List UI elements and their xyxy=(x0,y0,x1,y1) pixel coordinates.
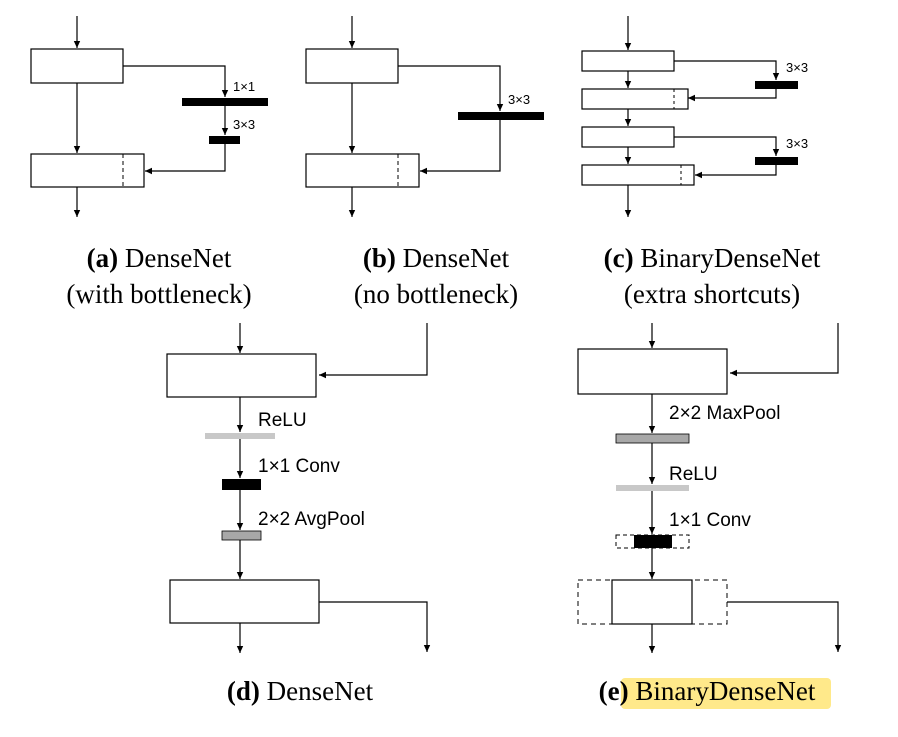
input-block xyxy=(166,353,317,398)
output-block xyxy=(305,153,420,188)
panel-c: 3×3 3×3 xyxy=(581,16,808,217)
pool-label: 2×2 AvgPool xyxy=(258,509,365,530)
panel-tag: (e) xyxy=(599,676,629,706)
input-block xyxy=(577,348,728,395)
panel-tag: (c) xyxy=(604,243,634,273)
panel-subtitle: (no bottleneck) xyxy=(354,279,518,309)
svg-text:(e) BinaryDenseNet: (e) BinaryDenseNet xyxy=(599,676,816,706)
relu-label: ReLU xyxy=(258,410,307,431)
pool-label: 2×2 MaxPool xyxy=(669,403,780,424)
shortcut-out-arrow xyxy=(319,601,431,652)
panel-title: DenseNet xyxy=(267,676,374,706)
block-3 xyxy=(581,126,675,148)
shortcut-in-arrow xyxy=(319,323,428,379)
panel-title: BinaryDenseNet xyxy=(640,243,820,273)
relu-bar xyxy=(205,433,275,439)
output-block xyxy=(30,153,145,188)
concat-arrow-2 xyxy=(695,165,777,179)
panel-title: BinaryDenseNet xyxy=(635,676,815,706)
branch-arrow-1 xyxy=(674,60,780,80)
panel-e: 2×2 MaxPool ReLU 1×1 Conv xyxy=(577,323,842,653)
conv-3x3-bar-2 xyxy=(755,157,798,165)
conv-3x3-bar xyxy=(458,112,544,120)
svg-text:(c) BinaryDenseNet: (c) BinaryDenseNet xyxy=(604,243,821,273)
block-1 xyxy=(581,50,675,72)
panel-tag: (a) xyxy=(87,243,118,273)
block-2 xyxy=(581,88,689,110)
conv-1x1-label: 1×1 xyxy=(233,79,255,94)
panel-subtitle: (extra shortcuts) xyxy=(624,279,800,309)
conv-3x3-bar-1 xyxy=(755,81,798,89)
caption-a: (a) DenseNet (with bottleneck) xyxy=(66,243,251,309)
conv-3x3-label: 3×3 xyxy=(508,92,530,107)
output-block xyxy=(611,579,693,625)
svg-text:(b) DenseNet: (b) DenseNet xyxy=(363,243,510,273)
branch-arrow xyxy=(398,65,504,111)
input-block xyxy=(305,48,399,84)
conv-label: 1×1 Conv xyxy=(669,510,751,531)
conv-3x3-label: 3×3 xyxy=(233,117,255,132)
conv-3x3-bar xyxy=(209,136,240,144)
panel-tag-gap xyxy=(260,676,267,706)
panel-title: DenseNet xyxy=(125,243,232,273)
concat-arrow-1 xyxy=(688,89,777,102)
panel-tag: (d) xyxy=(227,676,260,706)
concat-arrow xyxy=(145,144,226,175)
relu-bar xyxy=(616,485,689,491)
title-highlight xyxy=(621,678,831,709)
branch-arrow xyxy=(123,65,229,97)
panel-tag-gap xyxy=(396,243,403,273)
caption-c: (c) BinaryDenseNet (extra shortcuts) xyxy=(604,243,821,309)
conv-3x3-label-2: 3×3 xyxy=(786,136,808,151)
conv-1x1-bar xyxy=(634,535,672,548)
output-block xyxy=(169,579,320,624)
input-block xyxy=(30,48,124,84)
shortcut-in-arrow xyxy=(730,323,839,377)
panel-tag-gap xyxy=(634,243,641,273)
panel-d: ReLU 1×1 Conv 2×2 AvgPool xyxy=(166,323,431,653)
conv-1x1-bar xyxy=(222,479,261,490)
avgpool-bar xyxy=(221,530,262,541)
caption-b: (b) DenseNet (no bottleneck) xyxy=(354,243,518,309)
svg-text:(d) DenseNet: (d) DenseNet xyxy=(227,676,374,706)
concat-arrow xyxy=(420,120,501,175)
panel-subtitle: (with bottleneck) xyxy=(66,279,251,309)
conv-1x1-bar xyxy=(182,98,268,106)
caption-d: (d) DenseNet xyxy=(227,676,374,706)
panel-tag-gap xyxy=(118,243,125,273)
maxpool-bar xyxy=(615,433,690,444)
branch-arrow-2 xyxy=(674,136,780,156)
panel-a: 1×1 3×3 xyxy=(30,16,268,217)
block-4 xyxy=(581,164,695,186)
panel-tag: (b) xyxy=(363,243,396,273)
shortcut-out-arrow xyxy=(727,601,842,652)
caption-e: (e) BinaryDenseNet xyxy=(599,676,831,709)
conv-label: 1×1 Conv xyxy=(258,456,340,477)
panel-b: 3×3 xyxy=(305,16,544,217)
relu-label: ReLU xyxy=(669,464,718,485)
svg-text:(a) DenseNet: (a) DenseNet xyxy=(87,243,232,273)
panel-title: DenseNet xyxy=(403,243,510,273)
conv-3x3-label-1: 3×3 xyxy=(786,60,808,75)
panel-tag-gap xyxy=(629,676,636,706)
